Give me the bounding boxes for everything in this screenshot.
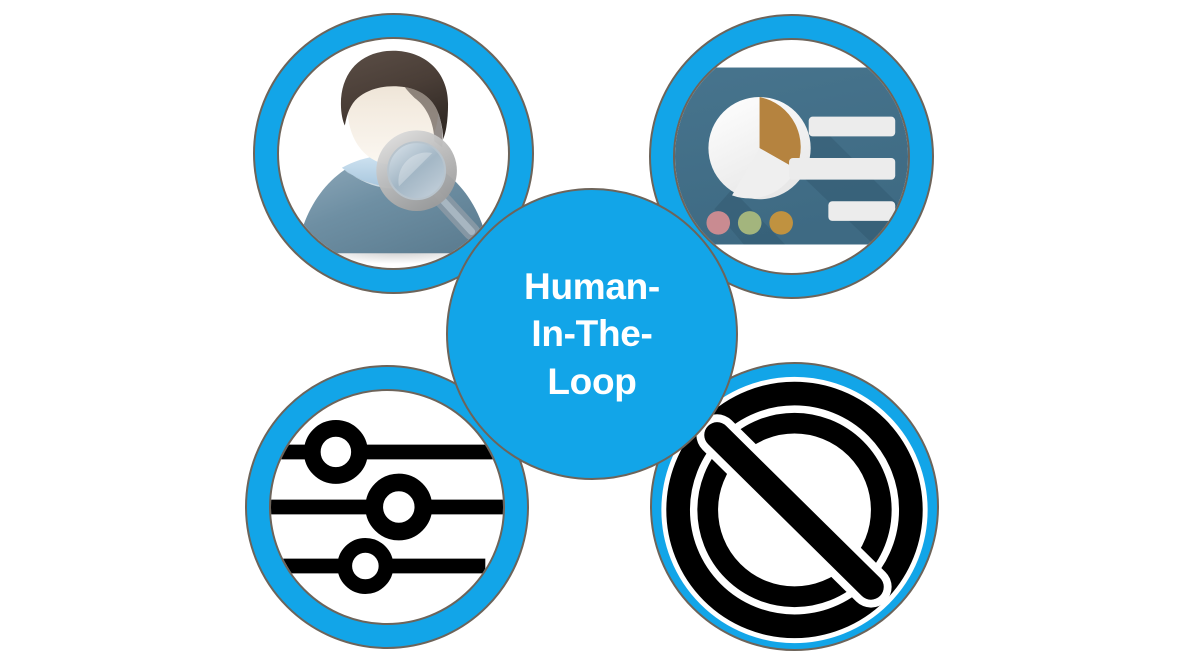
dashboard-chart-icon <box>675 67 908 245</box>
hub-label-line-2: In-The- <box>531 313 653 355</box>
hub-human-in-the-loop[interactable]: Human- In-The- Loop <box>446 188 738 480</box>
node-dashboard-report-inner <box>673 38 910 275</box>
sliders-settings-icon <box>271 420 503 594</box>
hub-label-line-3: Loop <box>547 360 637 402</box>
hub-label: Human- In-The- Loop <box>524 263 660 405</box>
node-controls-settings-inner <box>269 389 505 625</box>
node-user-review-inner <box>277 37 510 270</box>
user-magnifier-icon <box>296 50 490 265</box>
node-stop-block-inner <box>674 386 915 627</box>
hub-label-line-1: Human- <box>524 265 660 307</box>
node-user-review[interactable] <box>253 13 534 294</box>
node-dashboard-report[interactable] <box>649 14 934 299</box>
node-controls-settings[interactable] <box>245 365 529 649</box>
